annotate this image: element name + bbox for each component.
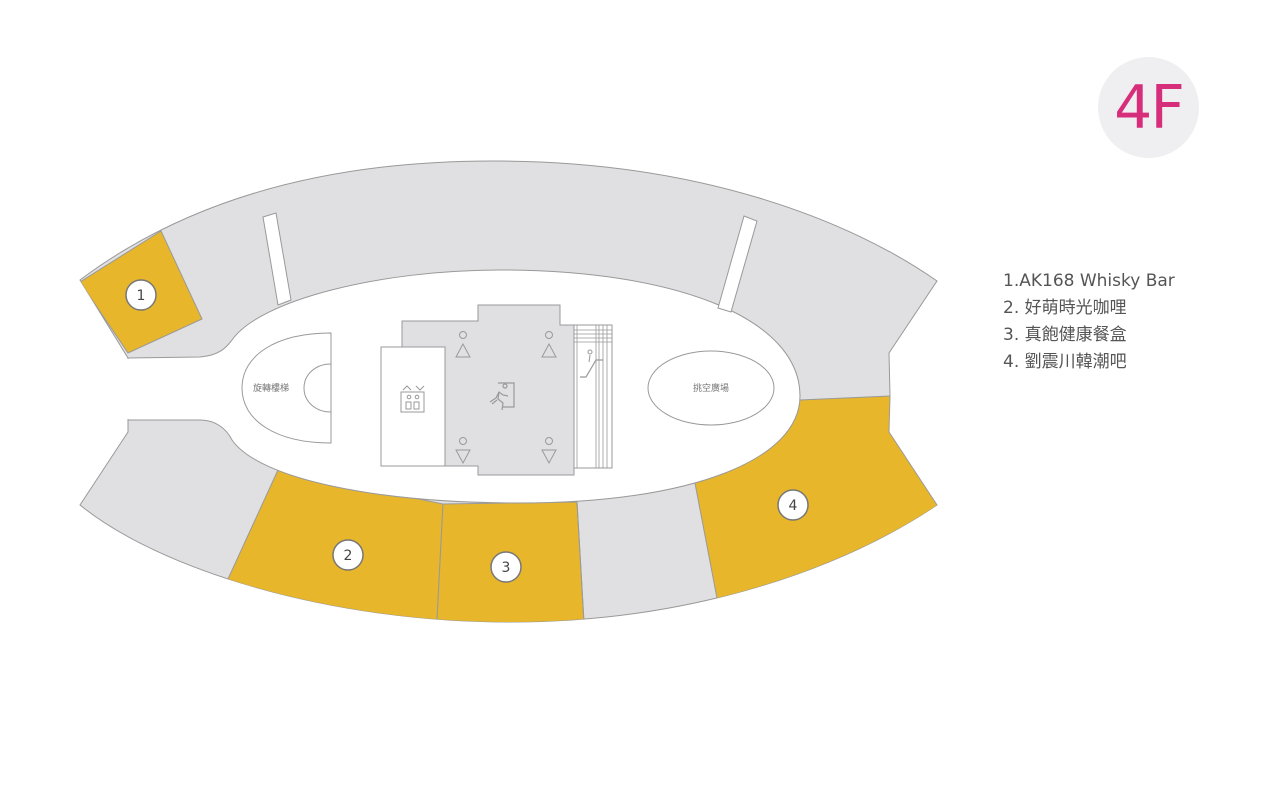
elevator-icon [400,385,425,413]
light-slot-left [262,212,292,306]
spiral-stairs-core [303,363,332,413]
walkway-entrance [127,359,130,419]
floor-badge: 4F [1098,57,1199,158]
atrium [647,350,775,426]
light-slot-right [717,215,758,313]
marker-3-label: 3 [502,560,511,576]
elevator-room [380,346,446,467]
marker-1-label: 1 [137,288,146,304]
escalator-icon [573,324,613,469]
marker-3[interactable]: 3 [490,551,522,583]
marker-2[interactable]: 2 [332,539,364,571]
legend-item-3[interactable]: 3. 真飽健康餐盒 [1003,325,1127,345]
legend-item-4[interactable]: 4. 劉震川韓潮吧 [1003,352,1127,372]
emergency-exit-icon [489,382,515,411]
shop-legend: 1.AK168 Whisky Bar 2. 好萌時光咖哩 3. 真飽健康餐盒 4… [1003,268,1175,376]
marker-4[interactable]: 4 [777,489,809,521]
marker-4-label: 4 [789,498,798,514]
marker-1[interactable]: 1 [125,279,157,311]
legend-item-1[interactable]: 1.AK168 Whisky Bar [1003,271,1175,291]
legend-item-2[interactable]: 2. 好萌時光咖哩 [1003,298,1127,318]
spiral-stairs [241,332,332,444]
restroom-icon [455,331,557,465]
atrium-label: 挑空廣場 [693,382,729,394]
floor-label: 4F [1114,72,1185,143]
spiral-stairs-label: 旋轉樓梯 [253,382,289,394]
marker-2-label: 2 [344,548,353,564]
unit-divider [576,501,586,622]
